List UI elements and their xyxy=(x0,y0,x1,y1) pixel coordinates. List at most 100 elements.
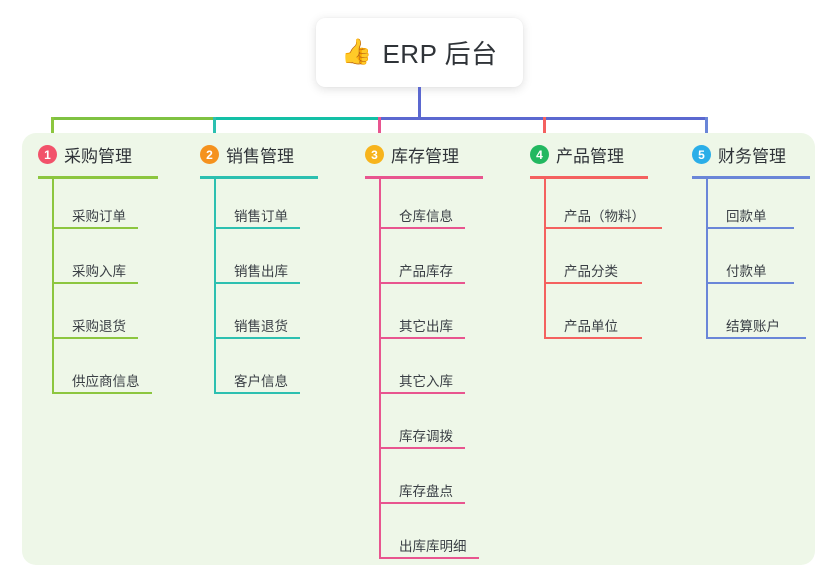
leaf-item-label: 付款单 xyxy=(726,264,767,279)
leaf-item[interactable]: 产品单位 xyxy=(544,309,642,339)
leaf-item[interactable]: 销售退货 xyxy=(214,309,300,339)
leaf-item[interactable]: 回款单 xyxy=(706,199,794,229)
column-trunk-4 xyxy=(544,179,546,339)
leaf-item[interactable]: 结算账户 xyxy=(706,309,806,339)
leaf-item-underline xyxy=(52,337,138,339)
column-trunk-2 xyxy=(214,179,216,394)
root-node-title: ERP 后台 xyxy=(382,39,498,69)
leaf-item[interactable]: 产品库存 xyxy=(379,254,465,284)
leaf-item-label: 库存盘点 xyxy=(399,484,453,499)
leaf-item-label: 产品单位 xyxy=(564,319,618,334)
connector-drop-5 xyxy=(704,117,708,145)
leaf-item-underline xyxy=(379,337,465,339)
leaf-item[interactable]: 仓库信息 xyxy=(379,199,465,229)
leaf-item[interactable]: 其它出库 xyxy=(379,309,465,339)
thumbs-up-emoji: 👍 xyxy=(341,38,373,66)
column-badge-2: 2 xyxy=(200,145,219,164)
column-title-5: 财务管理 xyxy=(718,147,786,166)
column-header-3[interactable]: 3 库存管理 xyxy=(365,142,459,167)
column-underline-3 xyxy=(365,176,483,179)
leaf-item-label: 采购订单 xyxy=(72,209,126,224)
leaf-item-underline xyxy=(544,282,642,284)
leaf-item-underline xyxy=(544,337,642,339)
column-title-3: 库存管理 xyxy=(391,147,459,166)
column-underline-4 xyxy=(530,176,648,179)
modules-panel: 1 采购管理采购订单采购入库采购退货供应商信息 2 销售管理销售订单销售出库销售退货客… xyxy=(22,133,815,565)
leaf-item-underline xyxy=(379,502,465,504)
column-badge-5: 5 xyxy=(692,145,711,164)
leaf-item[interactable]: 出库库明细 xyxy=(379,529,479,559)
leaf-item[interactable]: 销售订单 xyxy=(214,199,300,229)
leaf-item-label: 回款单 xyxy=(726,209,767,224)
connector-stem xyxy=(417,87,421,120)
leaf-item[interactable]: 库存调拨 xyxy=(379,419,465,449)
column-header-5[interactable]: 5 财务管理 xyxy=(692,142,786,167)
leaf-item-underline xyxy=(379,282,465,284)
column-trunk-1 xyxy=(52,179,54,394)
column-title-1: 采购管理 xyxy=(64,147,132,166)
connector-drop-3 xyxy=(377,117,381,145)
connector-bar-green xyxy=(50,117,215,120)
leaf-item-underline xyxy=(379,447,465,449)
leaf-item[interactable]: 其它入库 xyxy=(379,364,465,394)
leaf-item-underline xyxy=(379,557,479,559)
connector-drop-2 xyxy=(212,117,216,145)
leaf-item-label: 客户信息 xyxy=(234,374,288,389)
leaf-item-underline xyxy=(379,392,465,394)
column-badge-4: 4 xyxy=(530,145,549,164)
leaf-item-label: 供应商信息 xyxy=(72,374,140,389)
leaf-item-label: 出库库明细 xyxy=(399,539,467,554)
leaf-item-label: 销售订单 xyxy=(234,209,288,224)
column-title-4: 产品管理 xyxy=(556,147,624,166)
leaf-item-label: 结算账户 xyxy=(726,319,780,334)
leaf-item[interactable]: 采购订单 xyxy=(52,199,138,229)
leaf-item[interactable]: 采购入库 xyxy=(52,254,138,284)
leaf-item-label: 采购入库 xyxy=(72,264,126,279)
connector-drop-1 xyxy=(50,117,54,145)
column-underline-2 xyxy=(200,176,318,179)
column-header-2[interactable]: 2 销售管理 xyxy=(200,142,294,167)
column-badge-1: 1 xyxy=(38,145,57,164)
leaf-item[interactable]: 销售出库 xyxy=(214,254,300,284)
leaf-item-label: 库存调拨 xyxy=(399,429,453,444)
leaf-item-label: 仓库信息 xyxy=(399,209,453,224)
leaf-item-underline xyxy=(379,227,465,229)
leaf-item-underline xyxy=(52,282,138,284)
leaf-item[interactable]: 产品（物料） xyxy=(544,199,662,229)
leaf-item[interactable]: 产品分类 xyxy=(544,254,642,284)
leaf-item-underline xyxy=(214,227,300,229)
leaf-item[interactable]: 供应商信息 xyxy=(52,364,152,394)
column-trunk-3 xyxy=(379,179,381,559)
leaf-item-label: 产品（物料） xyxy=(564,209,645,224)
column-header-4[interactable]: 4 产品管理 xyxy=(530,142,624,167)
connector-bar-teal xyxy=(212,117,380,120)
leaf-item-underline xyxy=(52,392,152,394)
leaf-item-underline xyxy=(214,337,300,339)
leaf-item-underline xyxy=(706,337,806,339)
root-node-card[interactable]: 👍 ERP 后台 xyxy=(316,18,523,87)
leaf-item-underline xyxy=(544,227,662,229)
leaf-item-label: 产品分类 xyxy=(564,264,618,279)
leaf-item-label: 销售出库 xyxy=(234,264,288,279)
leaf-item[interactable]: 付款单 xyxy=(706,254,794,284)
column-trunk-5 xyxy=(706,179,708,339)
leaf-item-underline xyxy=(214,282,300,284)
leaf-item-label: 其它入库 xyxy=(399,374,453,389)
leaf-item[interactable]: 库存盘点 xyxy=(379,474,465,504)
leaf-item-underline xyxy=(214,392,300,394)
leaf-item-underline xyxy=(706,282,794,284)
leaf-item-underline xyxy=(52,227,138,229)
leaf-item-label: 采购退货 xyxy=(72,319,126,334)
column-badge-3: 3 xyxy=(365,145,384,164)
column-underline-1 xyxy=(38,176,158,179)
leaf-item[interactable]: 采购退货 xyxy=(52,309,138,339)
leaf-item[interactable]: 客户信息 xyxy=(214,364,300,394)
leaf-item-label: 其它出库 xyxy=(399,319,453,334)
column-title-2: 销售管理 xyxy=(226,147,294,166)
column-underline-5 xyxy=(692,176,810,179)
column-header-1[interactable]: 1 采购管理 xyxy=(38,142,132,167)
leaf-item-label: 产品库存 xyxy=(399,264,453,279)
connector-drop-4 xyxy=(542,117,546,145)
leaf-item-underline xyxy=(706,227,794,229)
